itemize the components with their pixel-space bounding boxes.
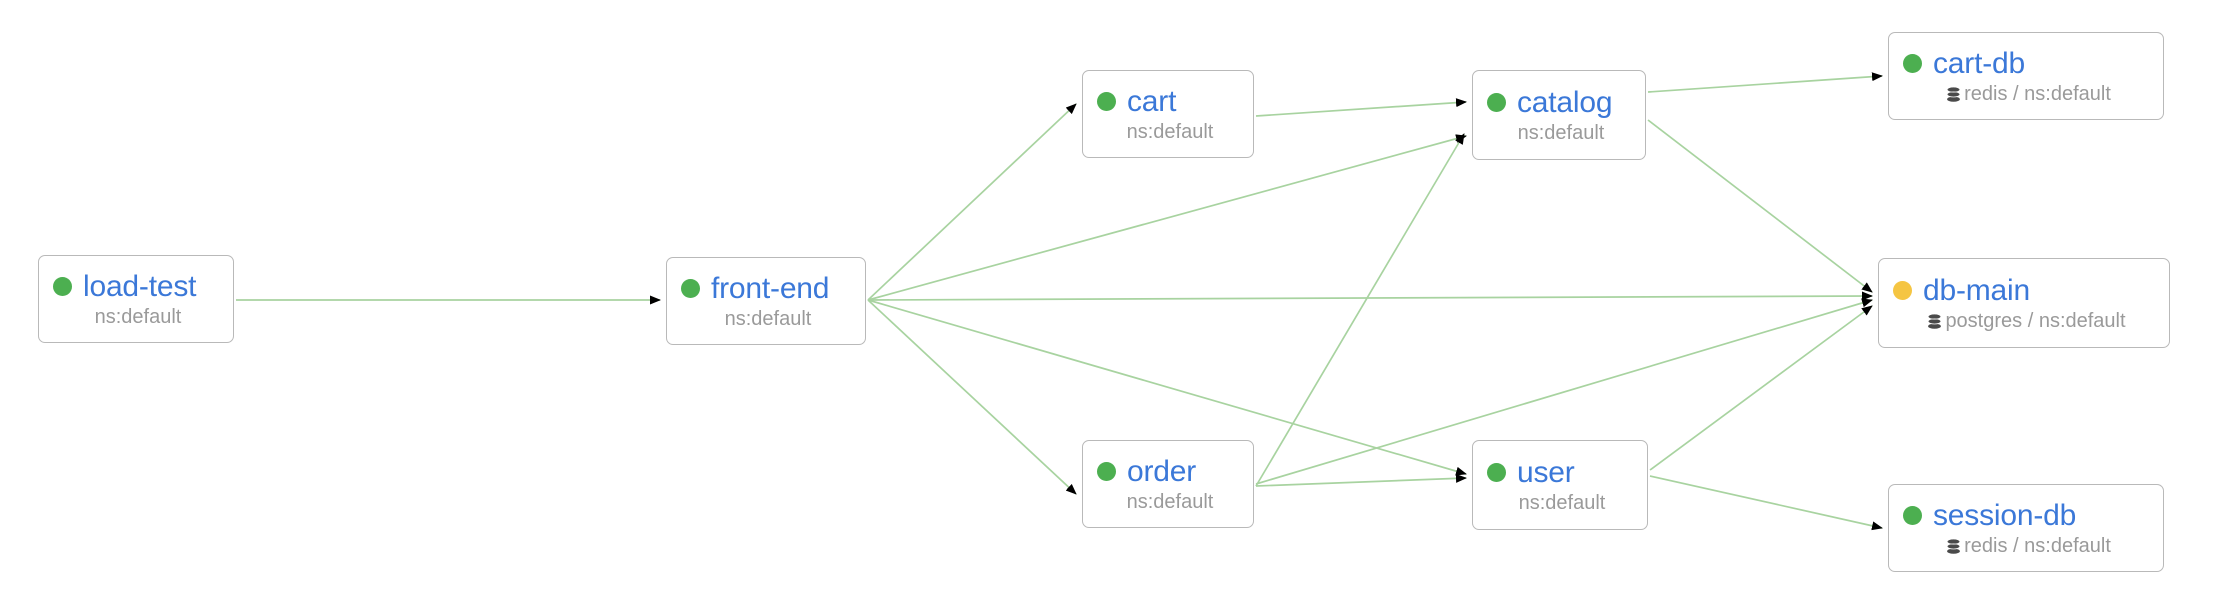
edge-user-to-session-db <box>1649 475 1883 531</box>
node-subtitle-row: ns:default <box>681 307 851 331</box>
node-subtitle-row: ns:default <box>1097 120 1239 144</box>
node-title-row: cart-db <box>1903 47 2149 81</box>
status-dot-icon <box>1903 54 1922 73</box>
node-subtitle-row: postgres / ns:default <box>1893 309 2155 333</box>
node-user[interactable]: user ns:default <box>1472 440 1648 530</box>
node-title-row: session-db <box>1903 499 2149 533</box>
database-icon <box>1945 85 1962 104</box>
node-subtitle-row: redis / ns:default <box>1903 534 2149 558</box>
database-icon <box>1945 537 1962 556</box>
node-load-test[interactable]: load-test ns:default <box>38 255 234 343</box>
node-title: order <box>1127 454 1197 488</box>
edge-catalog-to-cart-db <box>1647 72 1883 93</box>
node-title-row: user <box>1487 456 1633 490</box>
node-title-row: cart <box>1097 85 1239 119</box>
node-catalog[interactable]: catalog ns:default <box>1472 70 1646 160</box>
edge-front-end-to-db-main <box>867 291 1873 301</box>
edge-catalog-to-db-main <box>1647 119 1873 293</box>
node-title-row: db-main <box>1893 274 2155 308</box>
node-title-row: load-test <box>53 270 219 304</box>
node-title: front-end <box>711 271 830 305</box>
node-subtitle: redis / ns:default <box>1964 534 2111 557</box>
node-title: user <box>1517 455 1575 489</box>
node-order[interactable]: order ns:default <box>1082 440 1254 528</box>
node-subtitle-row: ns:default <box>1487 121 1631 145</box>
edge-order-to-catalog <box>1255 133 1465 487</box>
status-dot-icon <box>1097 92 1116 111</box>
node-cart-db[interactable]: cart-db redis / ns:default <box>1888 32 2164 120</box>
node-subtitle: ns:default <box>1126 120 1214 143</box>
edge-front-end-to-order <box>867 299 1077 495</box>
node-title-row: order <box>1097 455 1239 489</box>
status-dot-icon <box>681 279 700 298</box>
status-dot-icon <box>1097 462 1116 481</box>
edge-user-to-db-main <box>1649 305 1873 471</box>
node-title: db-main <box>1923 273 2030 307</box>
node-subtitle: ns:default <box>1518 491 1606 514</box>
node-title-row: front-end <box>681 272 851 306</box>
node-subtitle: redis / ns:default <box>1964 82 2111 105</box>
node-subtitle: ns:default <box>1126 490 1214 513</box>
edge-front-end-to-catalog <box>867 134 1467 301</box>
node-title-row: catalog <box>1487 86 1631 120</box>
status-dot-icon <box>1893 281 1912 300</box>
node-subtitle: ns:default <box>94 305 182 328</box>
node-title: catalog <box>1517 85 1613 119</box>
node-title: session-db <box>1933 498 2077 532</box>
node-subtitle: postgres / ns:default <box>1945 309 2126 332</box>
edge-front-end-to-cart <box>867 103 1077 301</box>
node-subtitle-row: ns:default <box>1487 491 1633 515</box>
node-title: cart-db <box>1933 46 2025 80</box>
node-subtitle: ns:default <box>1517 121 1605 144</box>
status-dot-icon <box>53 277 72 296</box>
node-title: cart <box>1127 84 1177 118</box>
node-session-db[interactable]: session-db redis / ns:default <box>1888 484 2164 572</box>
node-subtitle-row: redis / ns:default <box>1903 82 2149 106</box>
node-subtitle-row: ns:default <box>1097 490 1239 514</box>
node-subtitle: ns:default <box>724 307 812 330</box>
node-subtitle-row: ns:default <box>53 305 219 329</box>
edge-cart-to-catalog <box>1255 98 1467 117</box>
node-cart[interactable]: cart ns:default <box>1082 70 1254 158</box>
database-icon <box>1926 312 1943 331</box>
node-title: load-test <box>83 269 197 303</box>
node-db-main[interactable]: db-main postgres / ns:default <box>1878 258 2170 348</box>
node-front-end[interactable]: front-end ns:default <box>666 257 866 345</box>
status-dot-icon <box>1487 93 1506 112</box>
status-dot-icon <box>1903 506 1922 525</box>
status-dot-icon <box>1487 463 1506 482</box>
edge-order-to-user <box>1255 473 1467 487</box>
